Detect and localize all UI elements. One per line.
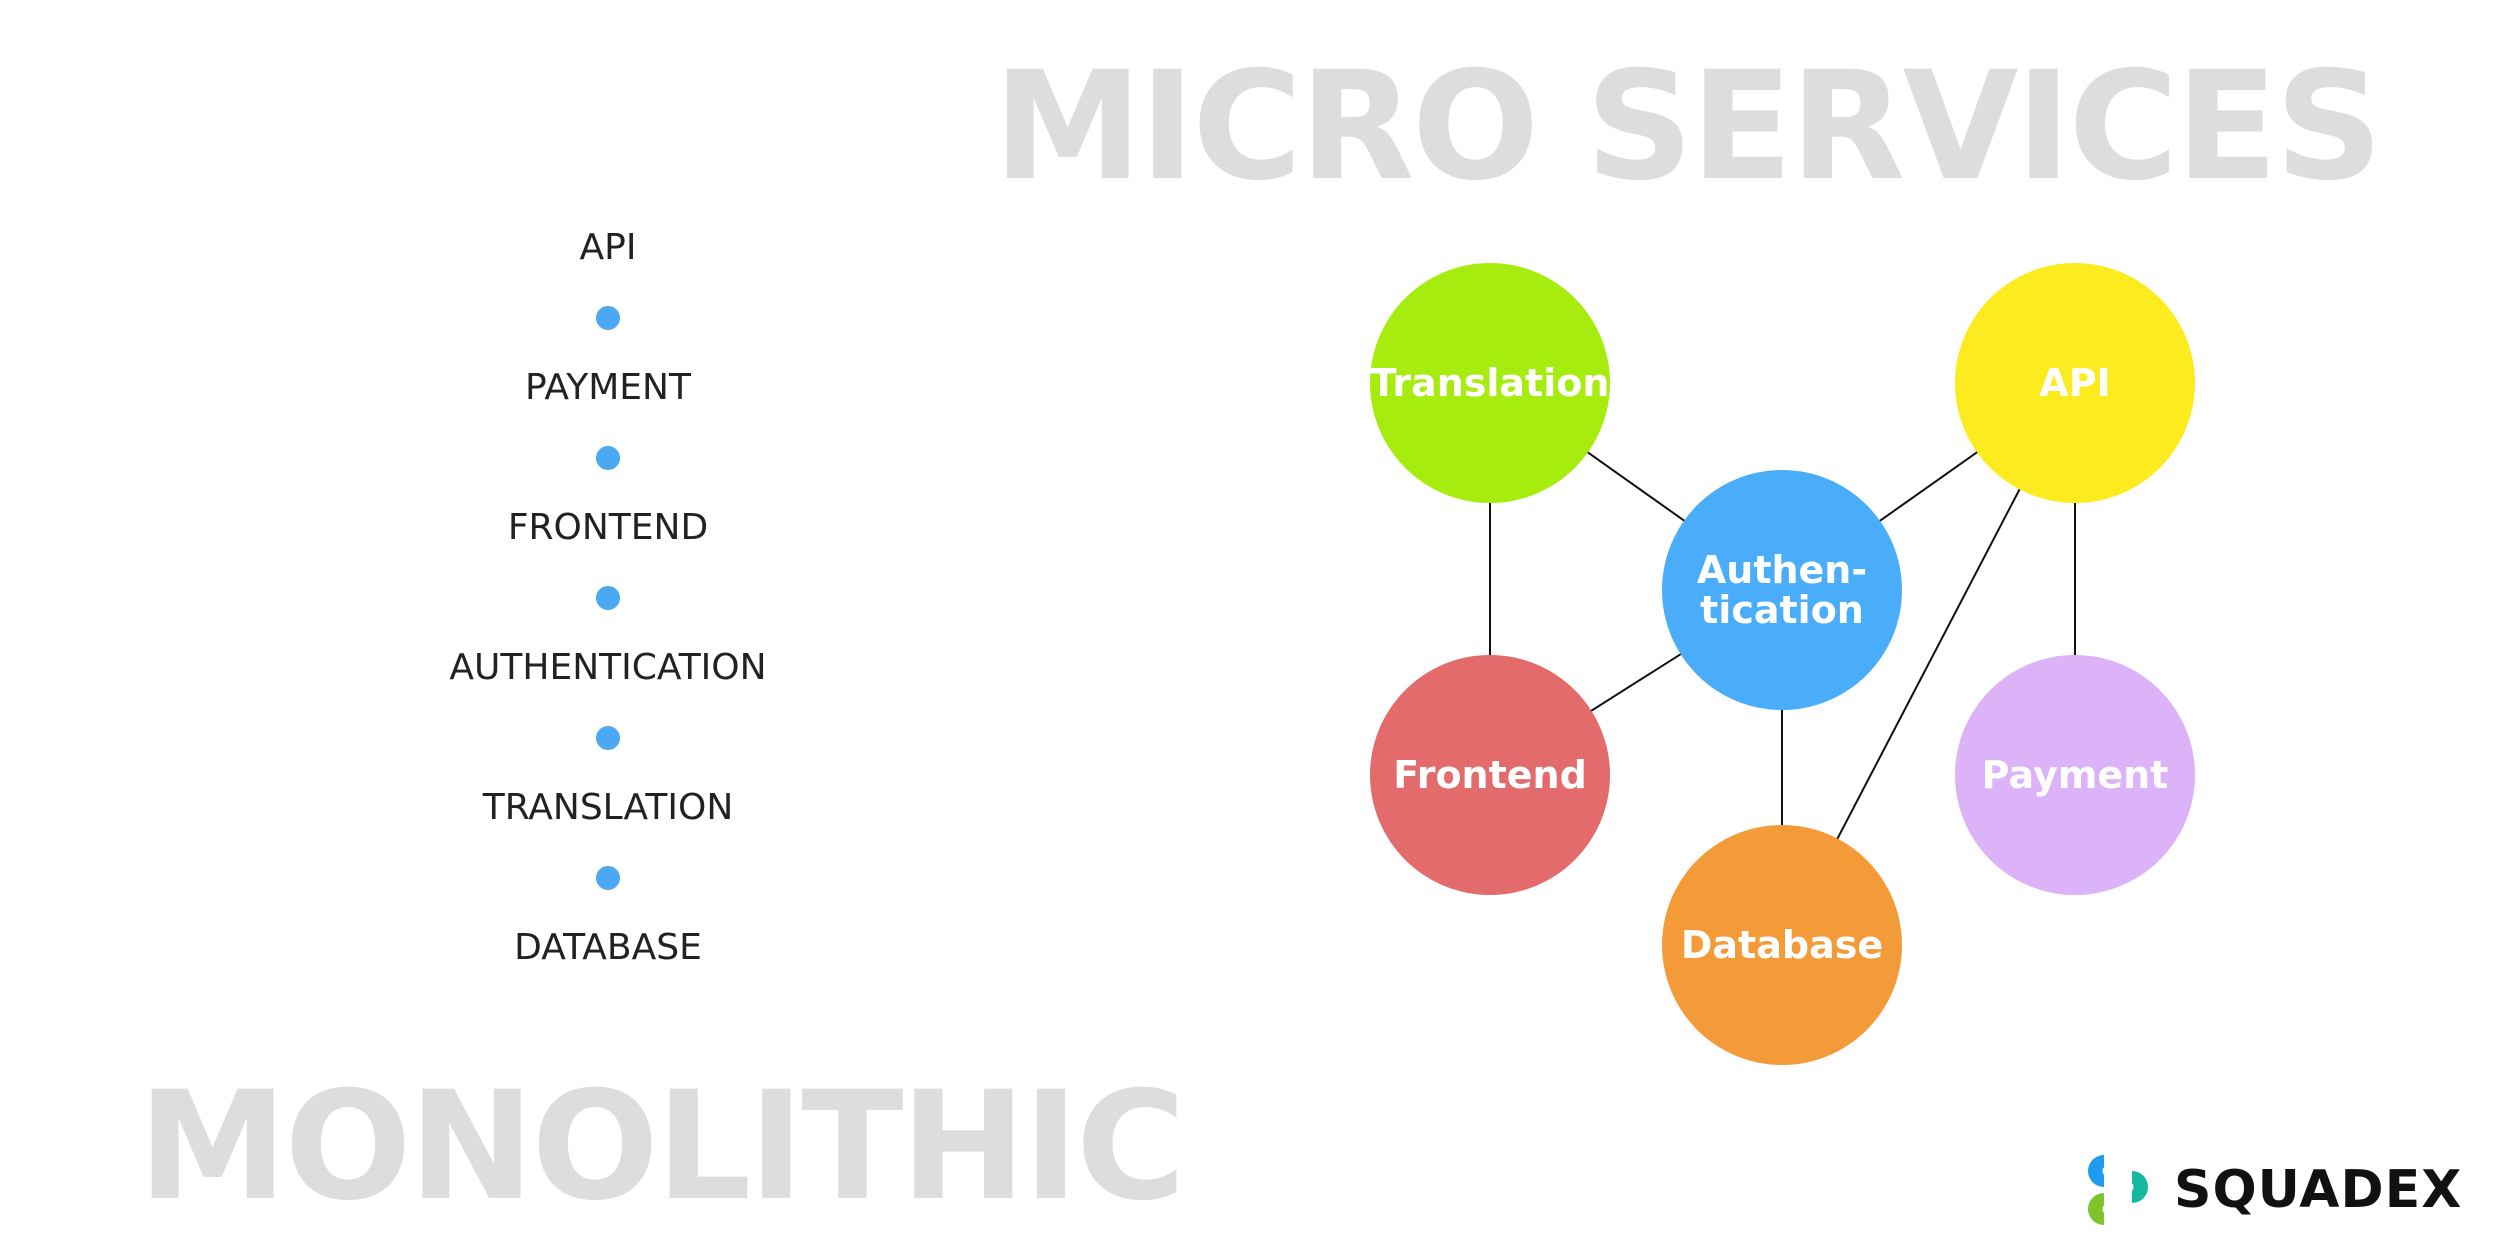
- node-circle-api: [1955, 263, 2195, 503]
- monolithic-item: DATABASE: [408, 922, 808, 1062]
- node-translation[interactable]: Translation: [1370, 263, 1610, 503]
- monolithic-item-label: FRONTEND: [507, 507, 709, 548]
- node-label-authentication: Authen-: [1697, 548, 1867, 592]
- node-circle-database: [1662, 825, 1902, 1065]
- node-authentication[interactable]: Authen-tication: [1662, 470, 1902, 710]
- monolithic-stack: API PAYMENT FRONTEND AUTHENTICATION TRANSLAT…: [408, 222, 808, 1062]
- node-label-api: API: [2039, 361, 2110, 405]
- connector-dot: [596, 306, 620, 330]
- brand-name: SQUADEX: [2174, 1160, 2463, 1220]
- node-circle-frontend: [1370, 655, 1610, 895]
- node-label-frontend: Frontend: [1393, 753, 1587, 797]
- node-payment[interactable]: Payment: [1955, 655, 2195, 895]
- micro-services-title: MICRO SERVICES: [993, 40, 2383, 214]
- connector-dot: [596, 726, 620, 750]
- connector-dot: [596, 866, 620, 890]
- monolithic-item: AUTHENTICATION: [408, 642, 808, 782]
- node-database[interactable]: Database: [1662, 825, 1902, 1065]
- monolithic-item-label: DATABASE: [514, 927, 702, 968]
- monolithic-item-label: AUTHENTICATION: [449, 647, 767, 688]
- monolithic-item: PAYMENT: [408, 362, 808, 502]
- node-circle-payment: [1955, 655, 2195, 895]
- node-label-payment: Payment: [1982, 753, 2169, 797]
- monolithic-item: TRANSLATION: [408, 782, 808, 922]
- monolithic-item: API: [408, 222, 808, 362]
- monolithic-title: MONOLITHIC: [138, 1060, 1186, 1234]
- node-api[interactable]: API: [1955, 263, 2195, 503]
- monolithic-item: FRONTEND: [408, 502, 808, 642]
- node-label-authentication: tication: [1700, 588, 1864, 632]
- connector-dot: [596, 446, 620, 470]
- connector-dot: [596, 586, 620, 610]
- squadex-logo[interactable]: SQUADEX: [2082, 1150, 2462, 1230]
- node-label-translation: Translation: [1371, 361, 1610, 405]
- node-label-database: Database: [1681, 923, 1883, 967]
- node-circle-translation: [1370, 263, 1610, 503]
- node-frontend[interactable]: Frontend: [1370, 655, 1610, 895]
- node-circle-authentication: [1662, 470, 1902, 710]
- squadex-logo-icon: [2088, 1155, 2148, 1225]
- monolithic-item-label: API: [579, 227, 637, 268]
- monolithic-item-label: PAYMENT: [525, 367, 691, 408]
- monolithic-item-label: TRANSLATION: [482, 787, 734, 828]
